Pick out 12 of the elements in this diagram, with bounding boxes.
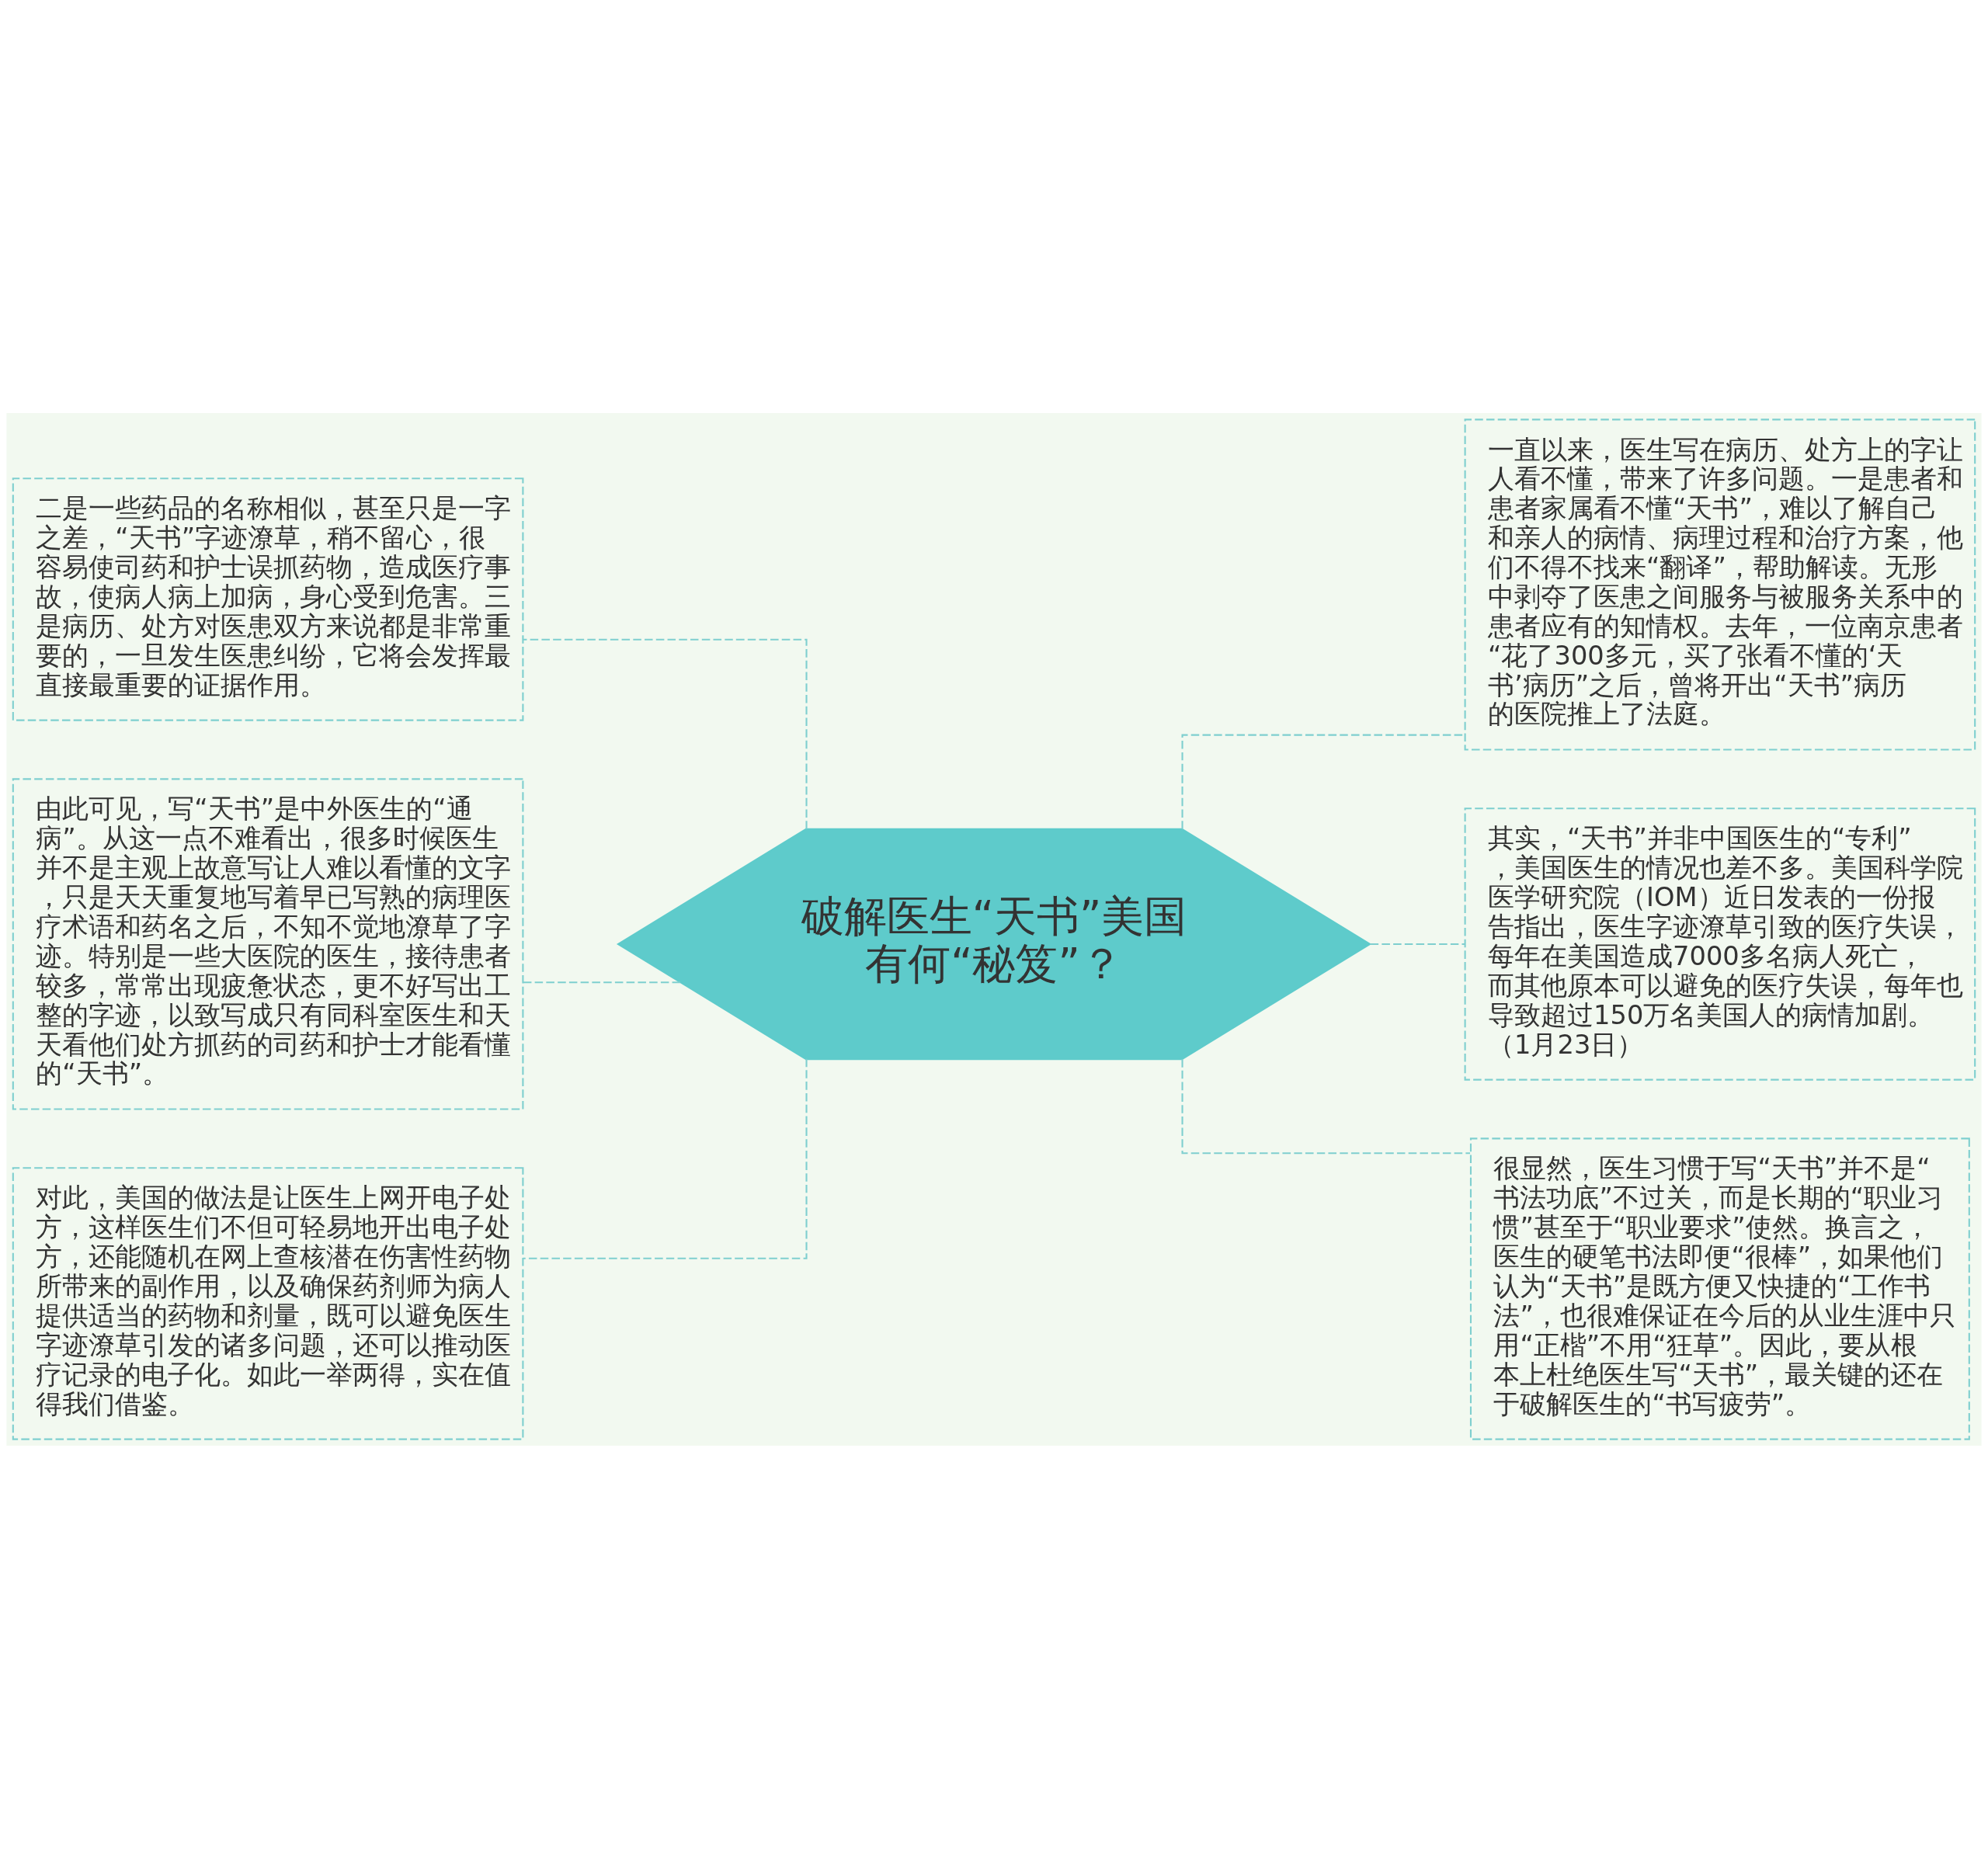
connector [1370, 943, 1465, 945]
connector [1181, 1058, 1471, 1154]
connector [523, 981, 681, 983]
node-box: 对此，美国的做法是让医生上网开电子处方，这样医生们不但可轻易地开出电子处方，还能随机在网上查核潜在伤害性药物所带来的副作用，以及确保药剂师为病人提供适当的药物和剂量，既可以避免医生字迹潦草引发的诸多问题，还可以推动医疗记录的电子化。如此一举两得，实在值得我们借鉴。 [12, 1166, 524, 1440]
node-box: 由此可见，写“天书”是中外医生的“通病”。从这一点不难看出，很多时候医生并不是主观上故意写让人难以看懂的文字，只是天天重复地写着早已写熟的病理医疗术语和药名之后，不知不觉地潦草了字迹。特别是一些大医院的医生，接待患者较多，常常出现疲惫状态，更不好写出工整的字迹，以致写成只有同科室医生和天天看他们处方抓药的司药和护士才能看懂的“天书”。 [12, 777, 524, 1110]
connector [523, 1058, 808, 1259]
node-box: 很显然，医生习惯于写“天书”并不是“书法功底”不过关，而是长期的“职业习惯”甚至于“职业要求”使然。换言之，医生的硬笔书法即便“很棒”，如果他们认为“天书”是既方便又快捷的“工作书法”，也很难保证在今后的从业生涯中只用“正楷”不用“狂草”。因此，要从根本上杜绝医生写“天书”，最关键的还在于破解医生的“书写疲劳”。 [1469, 1137, 1970, 1440]
node-box: 一直以来，医生写在病历、处方上的字让人看不懂，带来了许多问题。一是患者和患者家属看不懂“天书”，难以了解自己和亲人的病情、病理过程和治疗方案，他们不得不找来“翻译”，帮助解读。无形中剥夺了医患之间服务与被服务关系中的患者应有的知情权。去年，一位南京患者“花了300多元，买了张看不懂的‘天书’病历”之后，曾将开出“天书”病历的医院推上了法庭。 [1464, 418, 1976, 751]
node-box: 其实，“天书”并非中国医生的“专利”，美国医生的情况也差不多。美国科学院医学研究院（IOM）近日发表的一份报告指出，医生字迹潦草引致的医疗失误，每年在美国造成7000多名病人死亡，而其他原本可以避免的医疗失误，每年也导致超过150万名美国人的病情加剧。（1月23日） [1464, 807, 1976, 1081]
connector [523, 638, 808, 829]
node-box: 二是一些药品的名称相似，甚至只是一字之差，“天书”字迹潦草，稍不留心，很容易使司药和护士误抓药物，造成医疗事故，使病人病上加病，身心受到危害。三是病历、处方对医患双方来说都是非常重要的，一旦发生医患纠纷，它将会发挥最直接最重要的证据作用。 [12, 477, 524, 721]
connector [1181, 734, 1465, 829]
